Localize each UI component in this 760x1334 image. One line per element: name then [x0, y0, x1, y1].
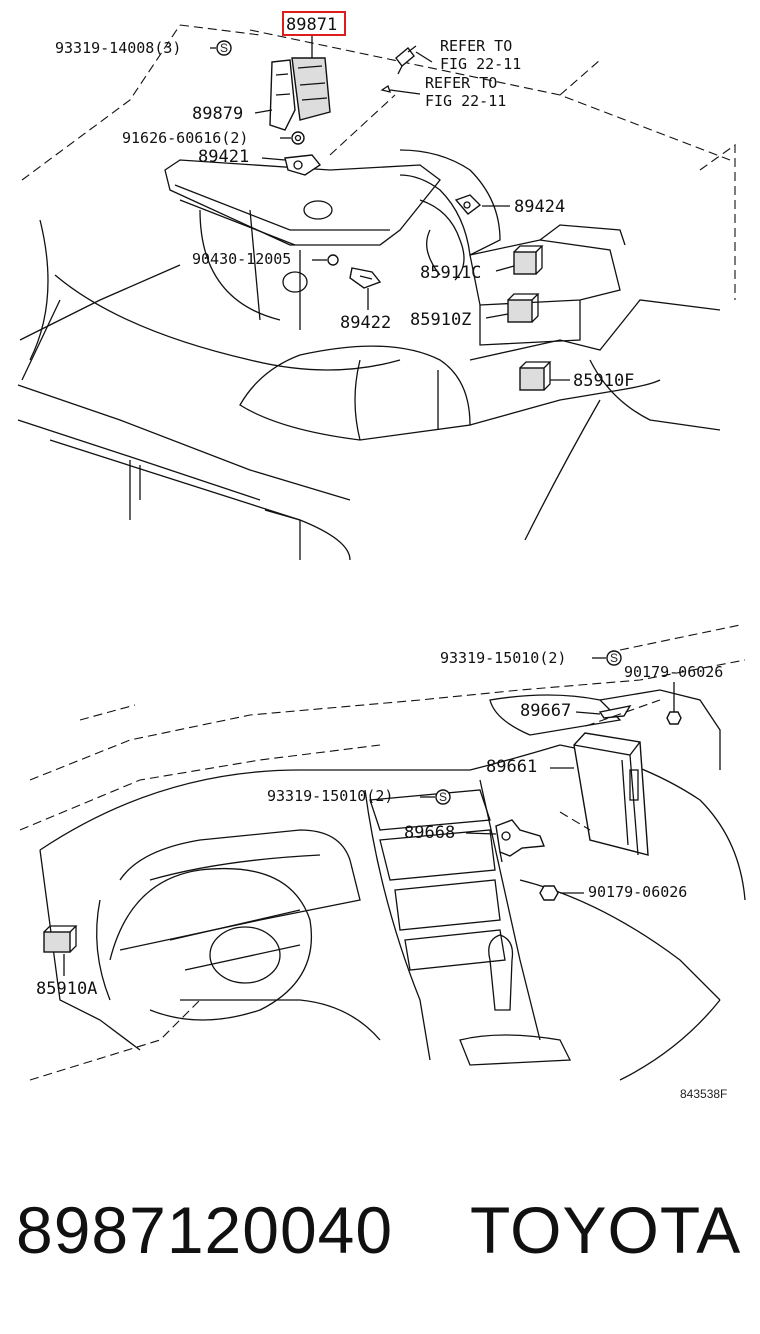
label-85910Z[interactable]: 85910Z [410, 310, 471, 330]
part-89422[interactable] [349, 267, 382, 289]
label-93319-14008[interactable]: 93319-14008(3) [55, 39, 181, 57]
label-refer-to-1b: FIG 22-11 [440, 55, 521, 73]
highlight-box [282, 11, 346, 36]
footer: 8987120040 TOYOTA [0, 1180, 760, 1290]
label-89871[interactable]: 89871 [286, 15, 337, 35]
part-number: 8987120040 [16, 1193, 394, 1267]
label-91626-60616[interactable]: 91626-60616(2) [122, 129, 248, 147]
label-refer-to-2a: REFER TO [425, 74, 497, 92]
label-93319-15010-lower[interactable]: 93319-15010(2) [267, 787, 393, 805]
part-89667[interactable] [598, 705, 632, 719]
relay-85910F[interactable] [519, 361, 552, 391]
screw-93319-14008[interactable]: S [216, 40, 232, 56]
label-85910A[interactable]: 85910A [36, 979, 97, 999]
label-89421[interactable]: 89421 [198, 147, 249, 167]
figure-code: 843538F [680, 1087, 727, 1101]
part-89424[interactable] [454, 194, 482, 215]
nut-90179-06026-lower[interactable] [539, 885, 559, 901]
part-89421[interactable] [284, 154, 322, 176]
dashboard-illustration [19, 624, 746, 1081]
label-89879[interactable]: 89879 [192, 104, 243, 124]
label-89422[interactable]: 89422 [340, 313, 391, 333]
brand-name: TOYOTA [470, 1193, 742, 1267]
label-89668[interactable]: 89668 [404, 823, 455, 843]
label-93319-15010-upper[interactable]: 93319-15010(2) [440, 649, 566, 667]
label-89667[interactable]: 89667 [520, 701, 571, 721]
part-89661-ecu[interactable] [573, 732, 649, 856]
label-85910F[interactable]: 85910F [573, 371, 634, 391]
screw-93319-15010-lower[interactable]: S [435, 789, 451, 805]
screw-93319-15010-upper[interactable]: S [606, 650, 622, 666]
label-89424[interactable]: 89424 [514, 197, 565, 217]
bolt-91626-60616[interactable] [291, 131, 305, 145]
label-90430-12005[interactable]: 90430-12005 [192, 250, 291, 268]
part-89668[interactable] [495, 819, 545, 863]
svg-text:S: S [610, 651, 618, 665]
label-90179-06026-lower[interactable]: 90179-06026 [588, 883, 687, 901]
svg-text:S: S [439, 790, 447, 804]
gasket-90430-12005[interactable] [327, 254, 339, 266]
label-89661[interactable]: 89661 [486, 757, 537, 777]
engine-bay-illustration [17, 24, 736, 561]
part-89871[interactable] [291, 36, 331, 121]
part-89879[interactable] [269, 59, 296, 131]
relay-85911C[interactable] [513, 245, 544, 275]
nut-90179-06026-upper[interactable] [666, 711, 682, 725]
relay-85910Z[interactable] [507, 293, 540, 323]
part-refer-sensor-1 [395, 45, 417, 75]
label-90179-06026-upper[interactable]: 90179-06026 [624, 663, 723, 681]
label-refer-to-2b: FIG 22-11 [425, 92, 506, 110]
relay-85910A[interactable] [43, 925, 78, 953]
label-refer-to-1a: REFER TO [440, 37, 512, 55]
svg-text:S: S [220, 41, 228, 55]
label-85911C[interactable]: 85911C [420, 263, 481, 283]
